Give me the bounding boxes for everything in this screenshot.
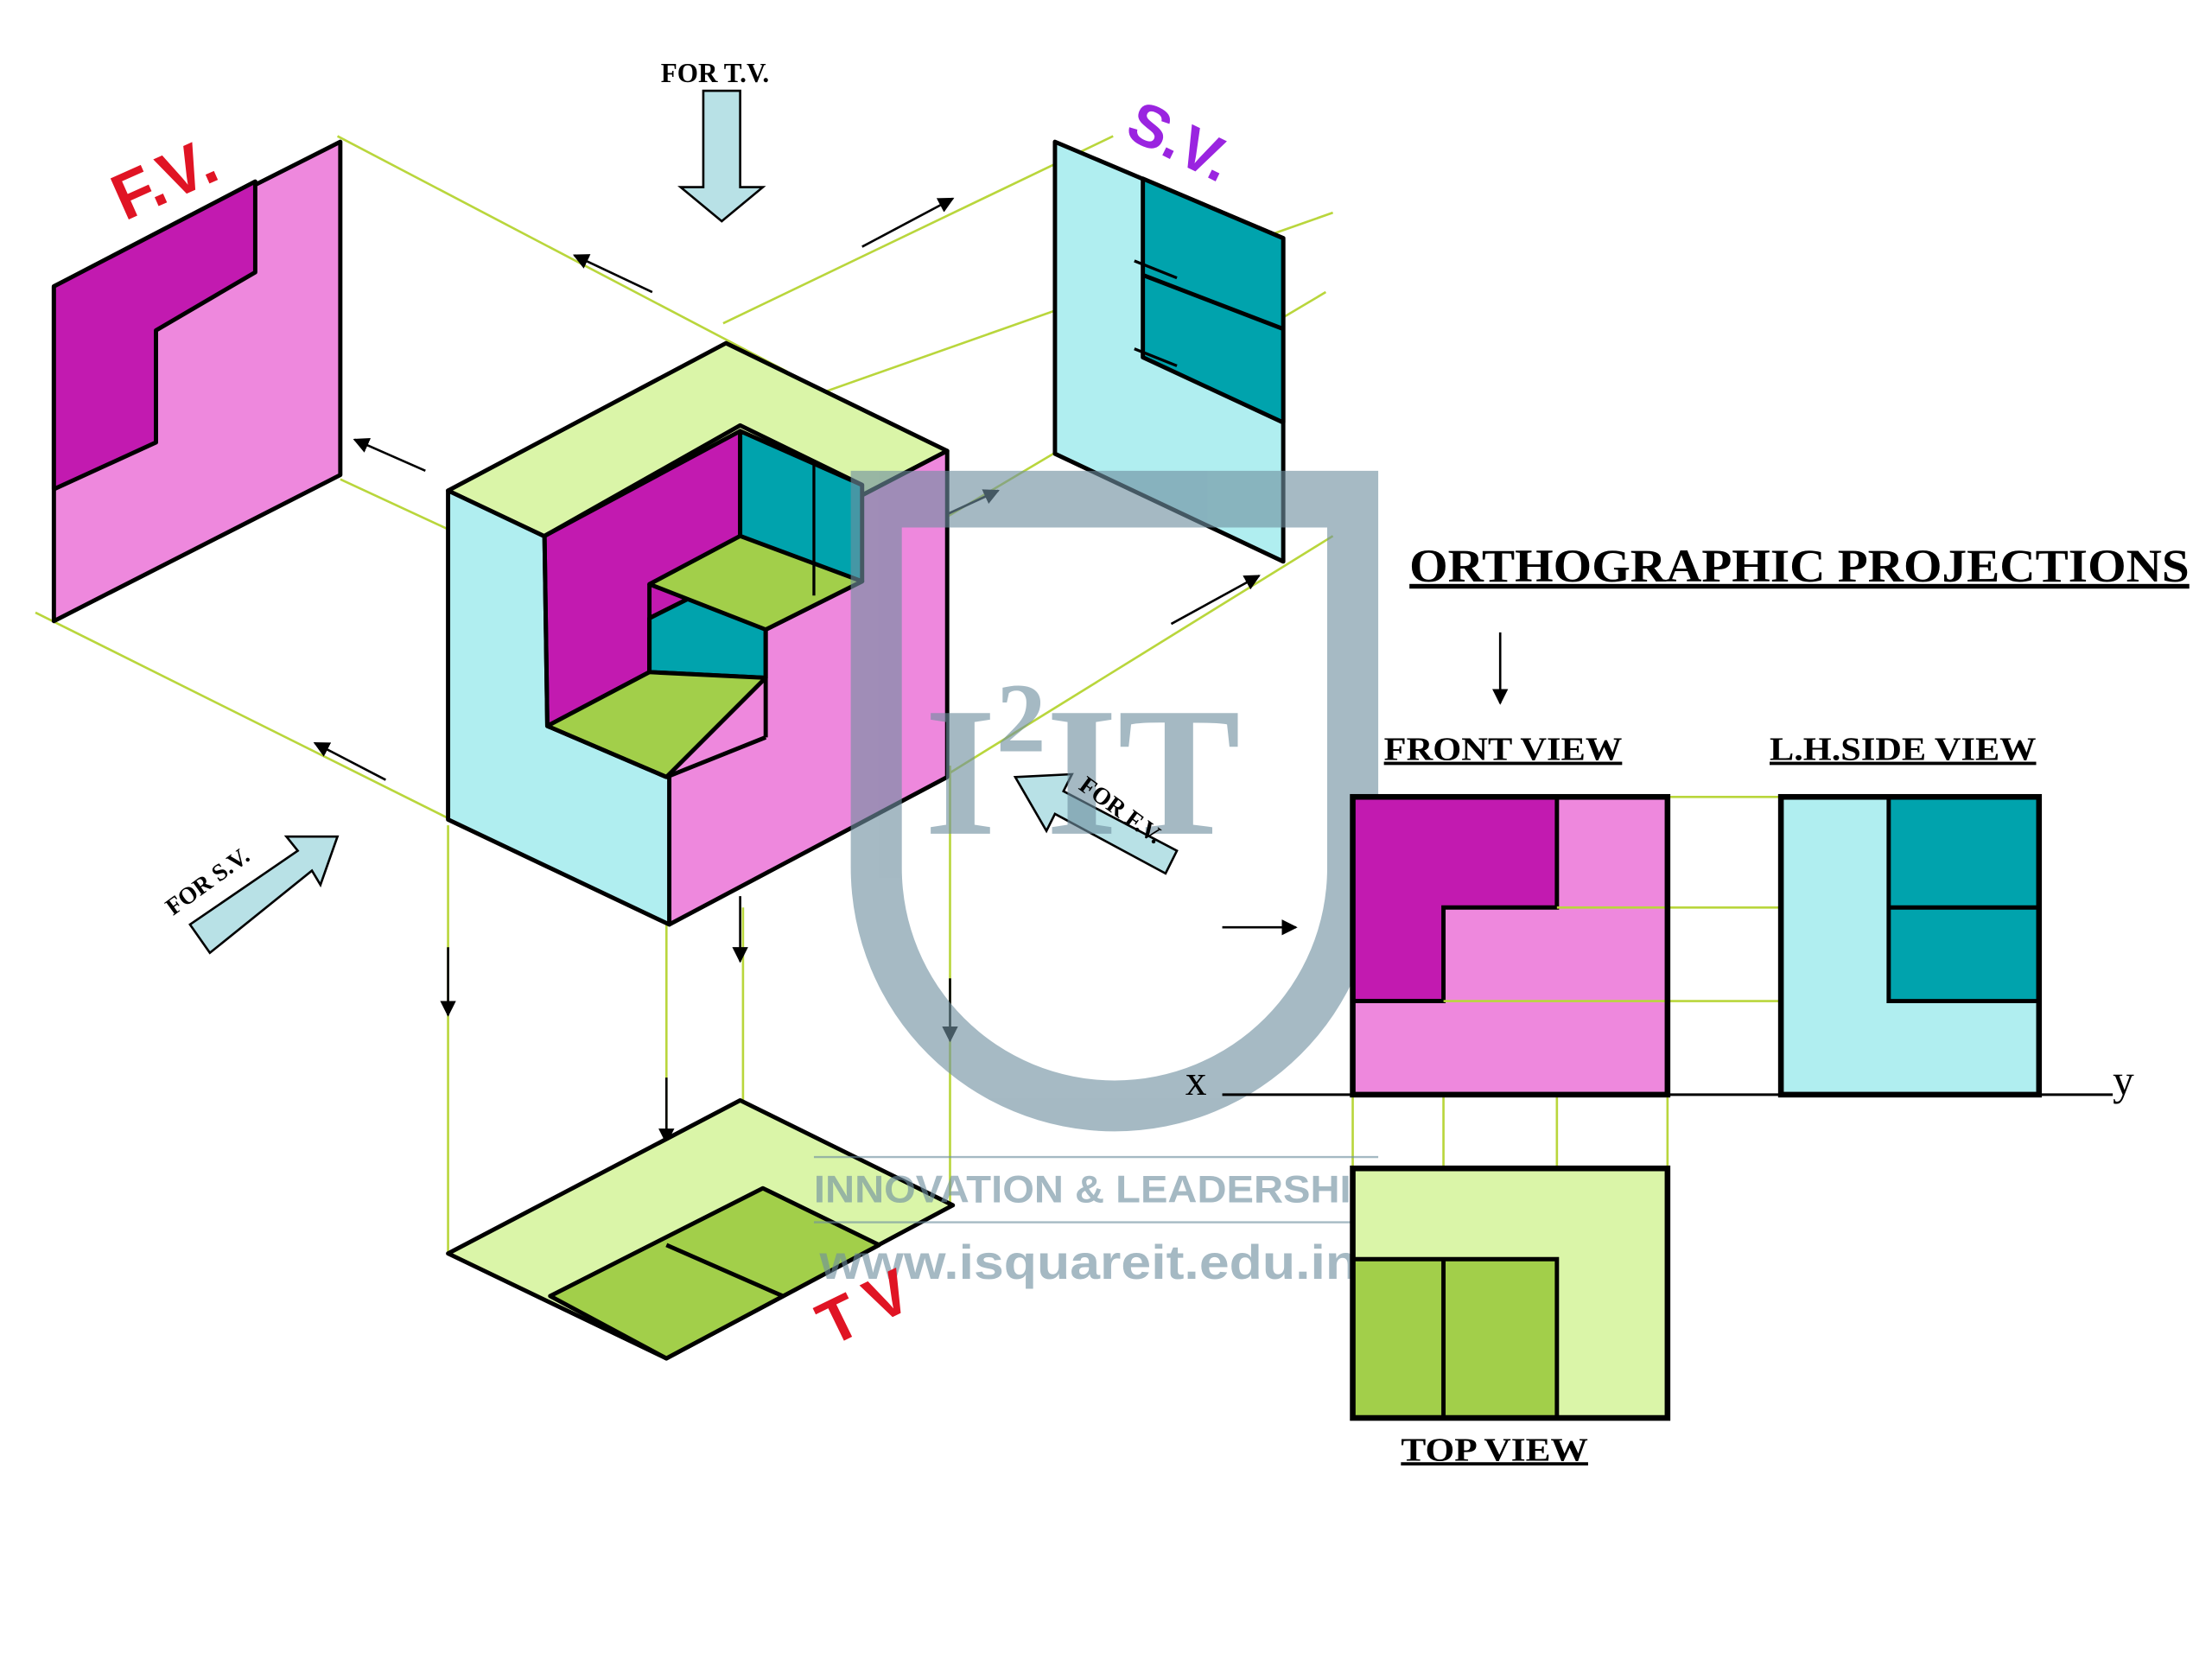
block-arrow-icon [188,835,340,955]
watermark-url: www.isquareit.edu.in [818,1235,1358,1289]
front-view-plane [51,139,343,624]
arrowhead-icon [572,254,653,294]
page-title: ORTHOGRAPHIC PROJECTIONS [1409,540,2190,592]
for-sv-arrow[interactable] [188,835,340,955]
side-view-plane [1052,139,1286,564]
block-arrow-icon [677,89,766,223]
arrowhead-icon [861,197,955,248]
front-view-heading: FRONT VIEW [1384,732,1623,768]
side-view-heading: L.H.SIDE VIEW [1770,732,2037,768]
arrowhead-icon [353,437,426,473]
watermark-logo: I2IT [925,664,1241,874]
watermark-tagline: INNOVATION & LEADERSHIP [814,1169,1378,1211]
x-axis-label: x [1185,1057,1207,1104]
arrowhead-icon [313,741,386,781]
for-tv-label: FOR T.V. [661,58,770,88]
top-view-heading: TOP VIEW [1401,1432,1588,1468]
arrowhead-icon [1170,575,1261,626]
front-view-drawing [1350,793,1671,1098]
block-arrow-icon [1013,772,1179,875]
side-view-drawing [1777,793,2043,1098]
watermark: I2IT INNOVATION & LEADERSHIP www.isquare… [813,470,1379,1289]
for-tv-arrow[interactable] [677,89,766,223]
top-view-drawing [1350,1165,1671,1421]
y-axis-label: y [2113,1057,2134,1104]
top-view-plane [446,1097,956,1361]
for-fv-arrow[interactable] [1013,772,1179,875]
